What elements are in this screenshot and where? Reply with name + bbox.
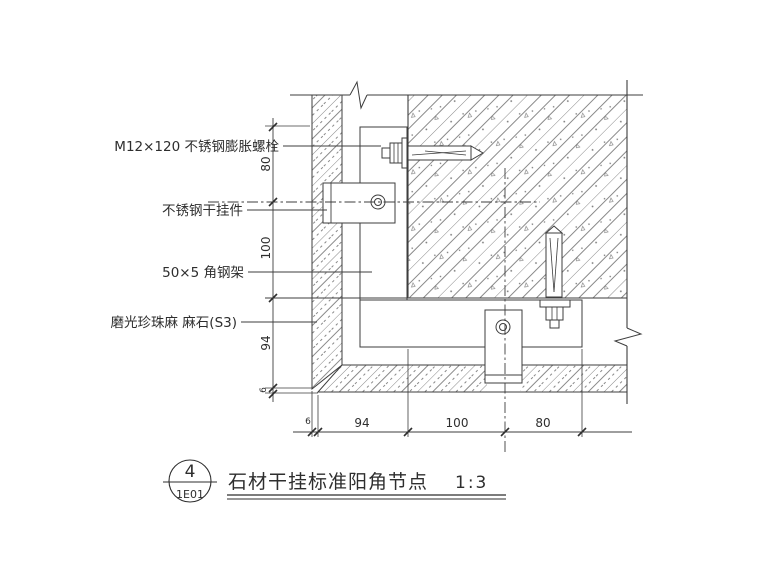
dim-horizontal-100: 100: [446, 416, 469, 430]
dim-horizontal-80: 80: [535, 416, 550, 430]
concrete-wall: [407, 95, 627, 298]
label-stone: 磨光珍珠麻 麻石(S3): [111, 315, 237, 331]
dim-vertical-94: 94: [259, 335, 273, 350]
detail-title: 石材干挂标准阳角节点: [228, 471, 428, 493]
break-symbol-top: [349, 80, 368, 110]
hanger-bracket-bottom: [484, 309, 523, 392]
hanger-bracket-top: [322, 182, 396, 224]
dimension-chain-horizontal: 6 94 100 80: [293, 416, 632, 437]
dim-vertical-80: 80: [259, 156, 273, 171]
detail-number: 4: [185, 462, 196, 482]
break-symbol-right: [613, 327, 643, 347]
dim-vertical-6: 6: [259, 387, 269, 393]
title-block: 4 1E01 石材干挂标准阳角节点 1:3: [163, 459, 506, 503]
dim-horizontal-94: 94: [354, 416, 369, 430]
dim-horizontal-6: 6: [305, 417, 311, 427]
dim-vertical-100: 100: [259, 237, 273, 260]
label-angle-frame: 50×5 角钢架: [162, 265, 244, 281]
detail-scale: 1:3: [455, 473, 488, 493]
stone-panel-horizontal: [316, 364, 628, 393]
drawing-ref: 1E01: [176, 488, 204, 501]
stone-panel-vertical: [311, 94, 343, 391]
annotation-labels: M12×120 不锈钢膨胀螺栓 不锈钢干挂件 50×5 角钢架 磨光珍珠麻 麻石…: [111, 139, 381, 331]
label-expansion-bolt: M12×120 不锈钢膨胀螺栓: [114, 139, 279, 155]
expansion-bolt-horizontal: [381, 137, 484, 169]
label-hanger: 不锈钢干挂件: [162, 203, 243, 219]
expansion-bolt-vertical: [539, 225, 571, 329]
dimension-chain-vertical: 80 100 94 6: [259, 118, 278, 402]
detail-number-circle: [168, 459, 212, 503]
